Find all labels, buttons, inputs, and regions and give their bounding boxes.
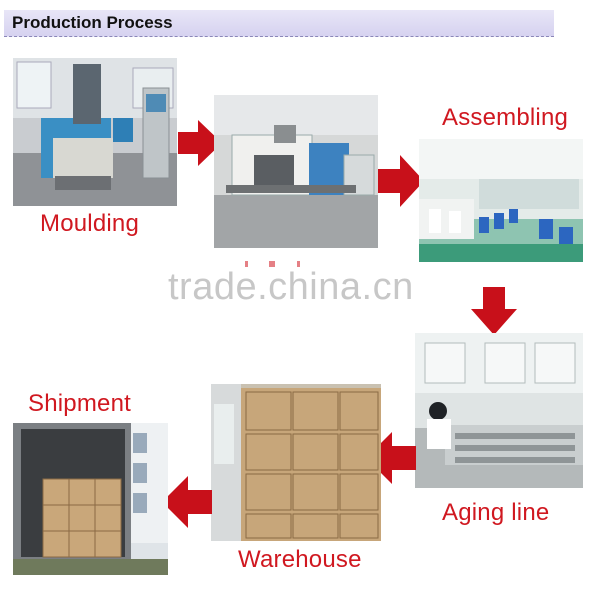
section-header: Production Process	[4, 10, 554, 37]
warehouse-label: Warehouse	[238, 546, 362, 573]
red-arrow-icon	[378, 155, 424, 207]
red-arrow-icon	[178, 120, 222, 166]
watermark-text: trade.china.cn	[168, 266, 414, 308]
warehouse-photo	[211, 384, 381, 541]
shipment-photo	[13, 423, 168, 575]
aging-line-label: Aging line	[442, 499, 550, 526]
assembling-photo	[419, 139, 583, 262]
header-title: Production Process	[12, 13, 173, 32]
red-arrow-icon	[471, 287, 517, 335]
moulding-label: Moulding	[40, 210, 139, 237]
partial-caption	[241, 254, 311, 267]
red-arrow-icon	[366, 432, 416, 484]
injection-photo	[214, 95, 378, 248]
assembling-label: Assembling	[442, 104, 569, 131]
red-arrow-icon	[162, 476, 212, 528]
moulding-photo	[13, 58, 177, 206]
aging-line-photo	[415, 333, 583, 488]
shipment-label: Shipment	[28, 390, 131, 417]
